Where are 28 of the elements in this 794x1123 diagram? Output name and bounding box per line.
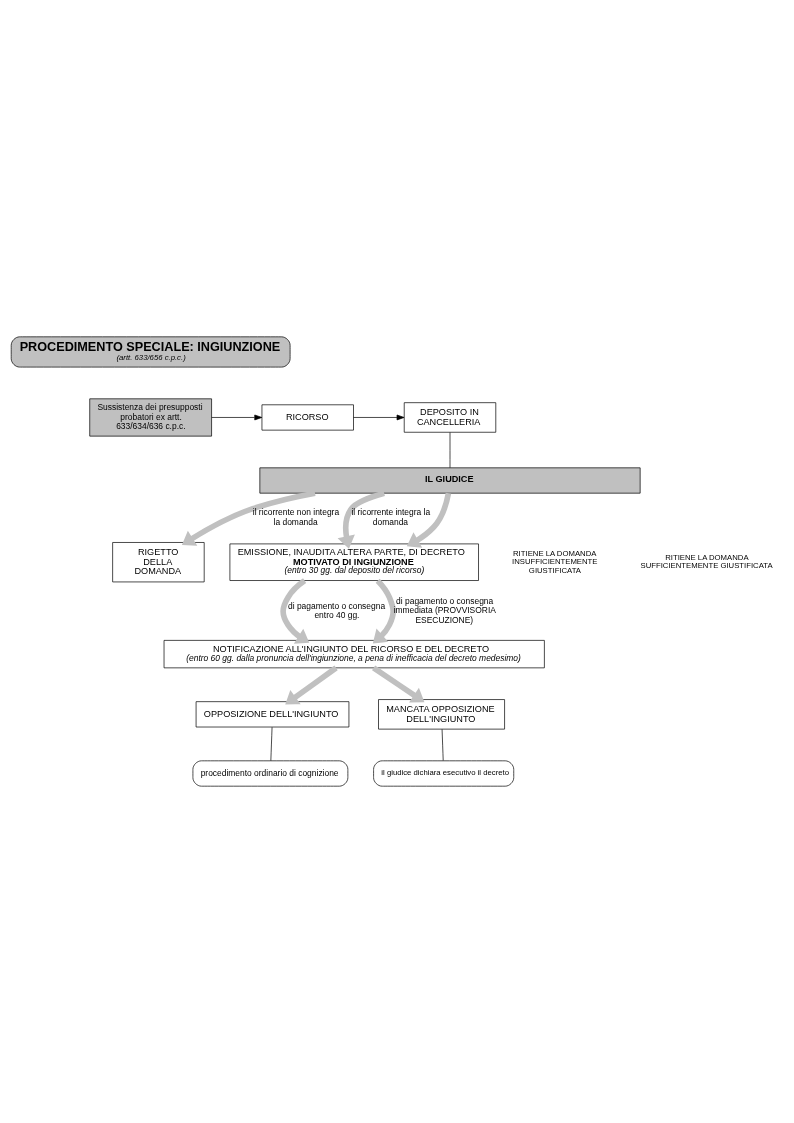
edge-label: il ricorrente integra la domanda [351,507,431,527]
arrow [337,490,385,549]
arrow [211,414,263,421]
arrow [280,578,310,644]
connector [270,726,273,762]
node-box: OPPOSIZIONE DELL'INGIUNTO [195,701,350,728]
node-box: Sussistenza dei presupposti probatori ex artt. 633/634/636 c.p.c. [89,398,212,437]
edge-label: il ricorrente non integra la domanda [252,507,340,527]
arrow [372,578,396,644]
node-box: DEPOSITO IN CANCELLERIA [403,402,497,433]
node-box: IL GIUDICE [259,467,641,494]
node-box: RICORSO [261,404,354,431]
node-box: EMISSIONE, INAUDITA ALTERA PARTE, DI DECRETO MOTIVATO DI INGIUNZIONE (entro 30 gg. dal deposito del ricorso) [229,543,479,581]
arrow [285,665,338,705]
arrow [406,492,452,548]
arrow [372,665,425,703]
connector [441,728,444,761]
label: RITIENE LA DOMANDA INSUFFICIENTEMENTE GIUSTIFICATA [511,548,598,575]
node-box: MANCATA OPPOSIZIONE DELL'INGIUNTO [378,699,505,730]
node-box: RIGETTO DELLA DOMANDA [112,542,205,583]
node-box: il giudice dichiara esecutivo il decreto [373,760,515,787]
edge-label: di pagamento o consegna immediata (PROVVISORIA ESECUZIONE) [393,596,496,625]
node-box: procedimento ordinario di cognizione [192,760,349,787]
label: RITIENE LA DOMANDA SUFFICIENTEMENTE GIUSTIFICATA [640,552,773,571]
edge-label: di pagamento o consegna entro 40 gg. [288,600,386,620]
arrow [353,414,405,421]
node-box: PROCEDIMENTO SPECIALE: INGIUNZIONE (artt. 633/656 c.p.c.) [10,336,291,368]
node-box: NOTIFICAZIONE ALL'INGIUNTO DEL RICORSO E DEL DECRETO (entro 60 gg. dalla pronuncia dell'ingiunzione, a pena di inefficacia del decreto medesimo) [163,640,545,669]
